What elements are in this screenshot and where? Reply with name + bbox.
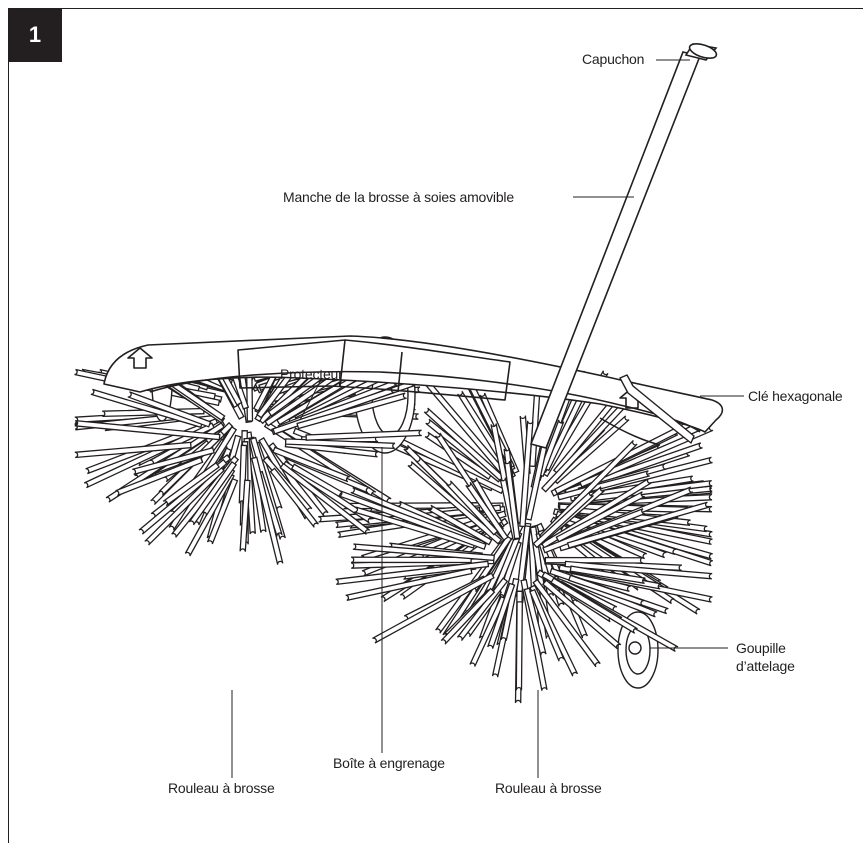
label-boite-engrenage: Boîte à engrenage: [333, 755, 445, 772]
bristle: [545, 558, 643, 564]
bristle: [516, 602, 522, 690]
label-protecteur: Protecteur: [280, 366, 343, 383]
label-cle-hexagonale: Clé hexagonale: [748, 388, 843, 405]
label-goupille-line2: d’attelage: [736, 658, 795, 675]
bristle: [351, 557, 471, 562]
bristle: [247, 372, 253, 421]
label-rouleau-droite: Rouleau à brosse: [495, 780, 602, 797]
label-capuchon: Capuchon: [582, 51, 644, 68]
label-manche: Manche de la brosse à soies amovible: [283, 189, 514, 206]
label-goupille-line1: Goupille: [736, 640, 786, 657]
label-rouleau-gauche: Rouleau à brosse: [168, 780, 275, 797]
